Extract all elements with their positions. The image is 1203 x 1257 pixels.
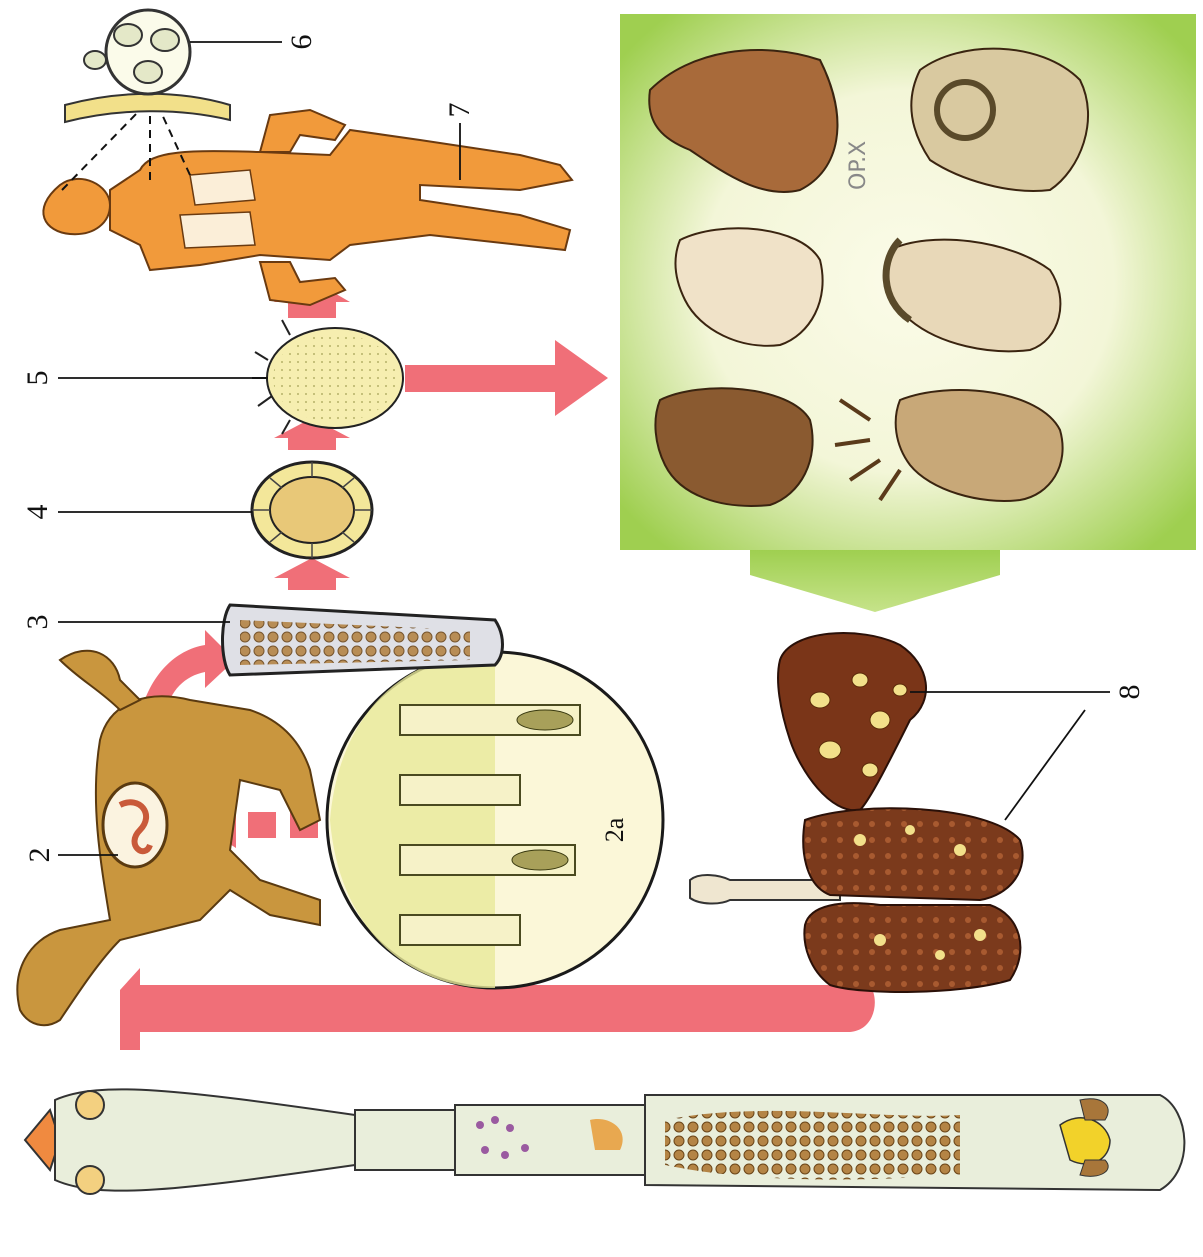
label-2: 2 [25, 835, 55, 875]
label-4: 4 [23, 492, 53, 532]
lung-upper [803, 808, 1022, 900]
label-3: 3 [23, 602, 53, 642]
oncosphere-icon [252, 320, 403, 434]
liver-icon [778, 633, 926, 810]
human-figure-icon [43, 110, 572, 305]
human-liver [190, 170, 255, 205]
arrow-proglottid-to-egg [274, 558, 350, 590]
egg-icon [252, 462, 372, 558]
intermediate-hosts-panel: OP.X [620, 14, 1196, 612]
proglottid-icon [223, 605, 503, 675]
panel-down-arrow [750, 550, 1000, 612]
lung-lower [804, 903, 1020, 992]
human-body [110, 130, 572, 270]
cyst-icon [65, 10, 230, 122]
handwritten-note: OP.X [846, 141, 871, 190]
uterus-eggs [665, 1111, 960, 1180]
worm-in-villus-1 [517, 710, 573, 730]
arrow-to-hosts [405, 340, 608, 416]
label-6: 6 [287, 22, 317, 62]
segment-1 [355, 1110, 455, 1170]
human-lung [180, 212, 255, 248]
villus-4 [400, 915, 520, 945]
human-head [43, 179, 110, 234]
label-2a: 2a [600, 810, 630, 850]
lungs-icon [690, 808, 1023, 992]
dog-body [17, 696, 320, 1025]
worm-in-villus-2 [512, 850, 568, 870]
leader-8-lung [1005, 710, 1085, 820]
label-7: 7 [445, 90, 475, 130]
label-5: 5 [23, 358, 53, 398]
tapeworm-icon [25, 1089, 1184, 1194]
villus-2 [400, 775, 520, 805]
label-8: 8 [1115, 672, 1145, 712]
